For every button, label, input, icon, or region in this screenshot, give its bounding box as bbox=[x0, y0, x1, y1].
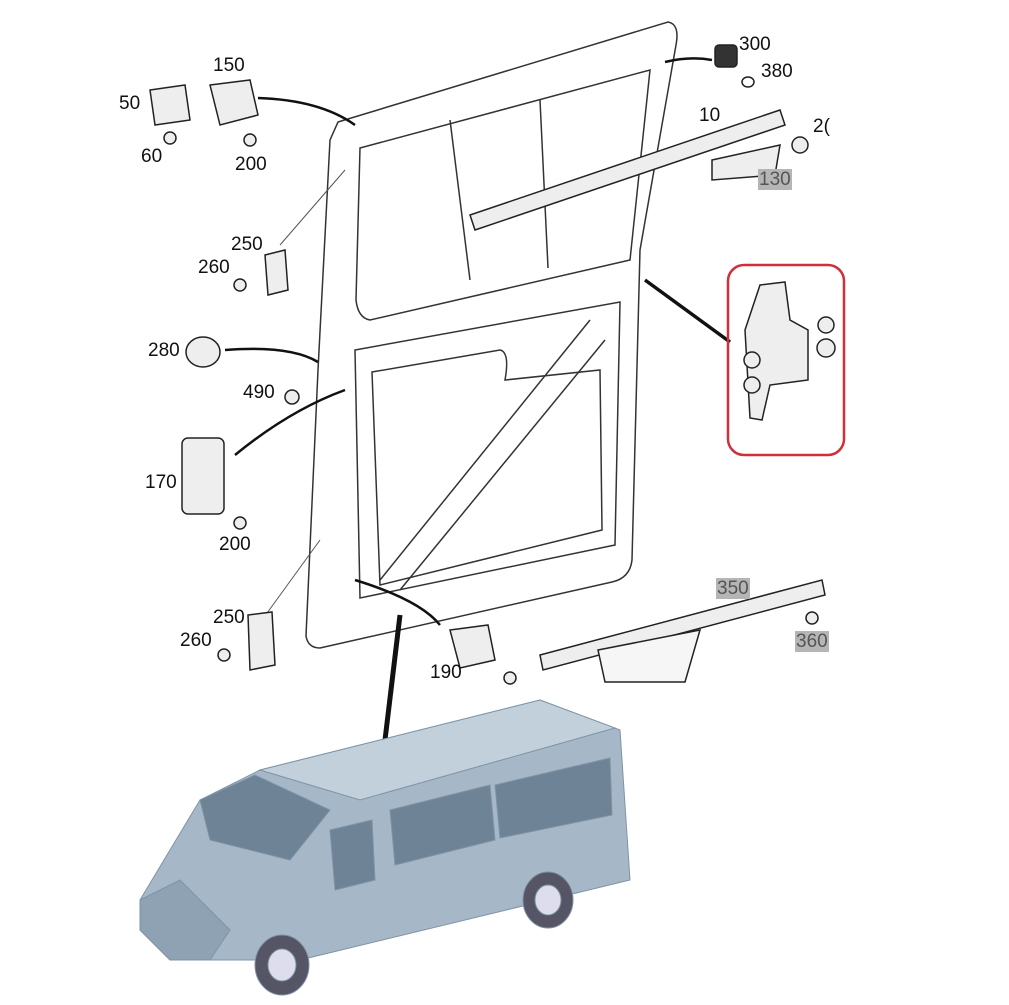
van bbox=[139, 699, 631, 996]
rail-10 bbox=[469, 109, 786, 231]
label-170: 170 bbox=[145, 472, 177, 493]
label-300: 300 bbox=[739, 34, 771, 55]
hinge-50 bbox=[149, 84, 191, 126]
parts bbox=[149, 44, 826, 685]
hinge-150 bbox=[209, 79, 259, 126]
label-200b: 200 bbox=[219, 534, 251, 555]
screw-200b bbox=[233, 516, 247, 530]
screw-260b bbox=[217, 648, 231, 662]
screw-360 bbox=[805, 611, 819, 625]
highlight-box bbox=[726, 263, 846, 457]
nut-490 bbox=[284, 389, 300, 405]
striker-170 bbox=[181, 437, 225, 515]
label-60: 60 bbox=[141, 146, 163, 167]
label-10: 10 bbox=[699, 105, 721, 126]
label-200: 200 bbox=[235, 154, 267, 175]
label-250: 250 bbox=[231, 234, 263, 255]
hinge-250a bbox=[264, 249, 289, 296]
leader-lines bbox=[224, 57, 732, 741]
rail-bracket bbox=[597, 629, 702, 683]
label-150: 150 bbox=[213, 55, 245, 76]
label-280: 280 bbox=[148, 340, 180, 361]
hinge-250b bbox=[247, 611, 276, 671]
screw-200 bbox=[243, 133, 257, 147]
label-250b: 250 bbox=[213, 607, 245, 628]
label-130: 130 bbox=[758, 169, 792, 190]
bracket-190 bbox=[449, 624, 496, 669]
label-380: 380 bbox=[761, 61, 793, 82]
label-260b: 260 bbox=[180, 630, 212, 651]
label-350: 350 bbox=[716, 578, 750, 599]
roller-300 bbox=[714, 44, 738, 68]
screw-190 bbox=[503, 671, 517, 685]
ring-380 bbox=[741, 76, 755, 88]
label-190: 190 bbox=[430, 662, 462, 683]
label-490: 490 bbox=[243, 382, 275, 403]
roller-bracket bbox=[743, 281, 836, 421]
door-panel bbox=[305, 21, 678, 649]
nut-20 bbox=[791, 136, 809, 154]
label-360: 360 bbox=[795, 631, 829, 652]
screw-260a bbox=[233, 278, 247, 292]
label-260: 260 bbox=[198, 257, 230, 278]
label-20-cut: 2( bbox=[813, 116, 830, 137]
thin-leaders bbox=[261, 169, 346, 621]
label-50: 50 bbox=[119, 93, 141, 114]
screw-60 bbox=[163, 131, 177, 145]
grommet-280 bbox=[185, 336, 221, 368]
